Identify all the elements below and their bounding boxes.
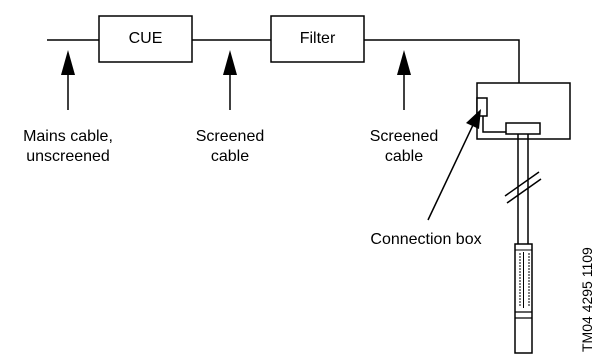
mains-cable-label-line1: Mains cable, xyxy=(23,128,113,145)
pump-icon xyxy=(514,243,533,354)
terminal-block xyxy=(476,97,488,117)
drawing-reference: TM04 4295 1109 xyxy=(579,247,592,352)
mains-cable-label-line2: unscreened xyxy=(26,148,110,165)
screened-cable-2-arrow xyxy=(397,50,411,110)
cable-break-mark-1 xyxy=(504,171,540,197)
screened-cable-1-label-line2: cable xyxy=(210,148,250,165)
cable-gland xyxy=(505,122,541,135)
mains-cable-label: Mains cable, unscreened xyxy=(0,127,136,167)
mains-cable-arrow xyxy=(61,50,75,110)
screened-cable-1-label: Screened cable xyxy=(180,127,280,167)
connection-box-label: Connection box xyxy=(370,231,482,248)
screened-cable-2-label-line1: Screened xyxy=(369,128,439,145)
screened-cable-1-label-line1: Screened xyxy=(195,128,265,145)
filter-box xyxy=(270,15,365,63)
connection-box-arrow xyxy=(427,109,481,221)
screened-cable-2-label-line2: cable xyxy=(384,148,424,165)
cue-label: CUE xyxy=(128,30,163,47)
screened-cable-1-arrow xyxy=(223,50,237,110)
cable-break-mark-2 xyxy=(506,178,542,204)
filter-label: Filter xyxy=(299,30,336,47)
screened-cable-2-label: Screened cable xyxy=(354,127,454,167)
cue-box xyxy=(98,15,193,63)
